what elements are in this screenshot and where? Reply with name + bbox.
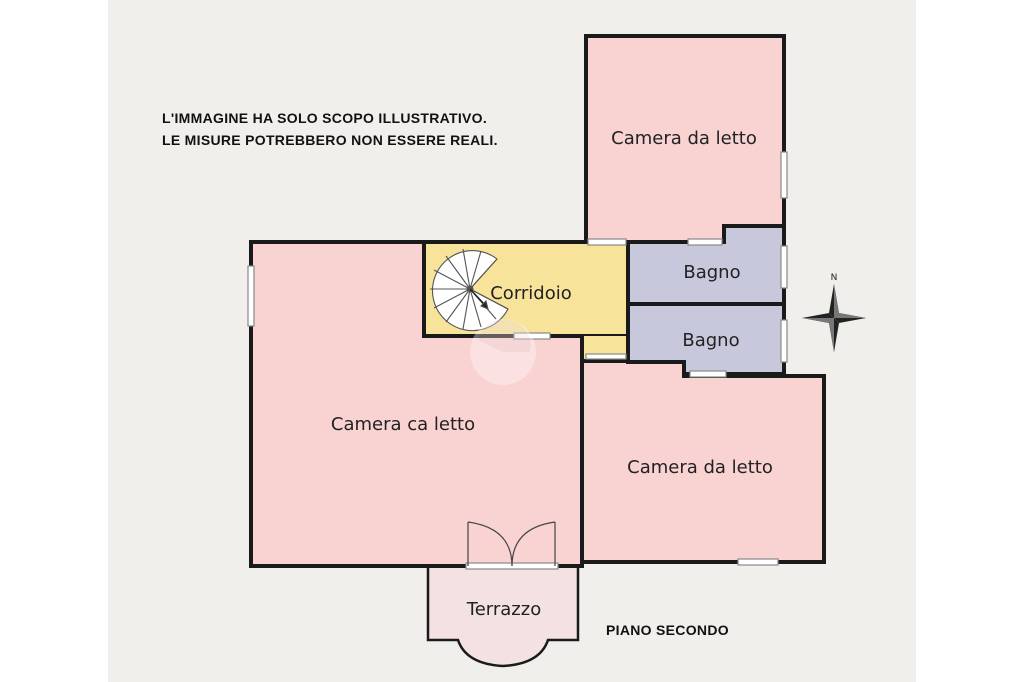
floor-label: PIANO SECONDO bbox=[606, 622, 729, 638]
compass-rose-icon: N bbox=[802, 273, 866, 352]
compass-north-label: N bbox=[831, 273, 838, 283]
terrace-door bbox=[467, 521, 556, 567]
watermark-logo bbox=[470, 319, 536, 385]
room-label-corridor: Corridoio bbox=[490, 283, 572, 304]
disclaimer-line-2: LE MISURE POTREBBERO NON ESSERE REALI. bbox=[162, 132, 498, 148]
room-label-bathroom-upper: Bagno bbox=[683, 262, 740, 283]
terrace-area bbox=[426, 564, 580, 668]
spiral-staircase bbox=[430, 248, 509, 332]
disclaimer-line-1: L'IMMAGINE HA SOLO SCOPO ILLUSTRATIVO. bbox=[162, 110, 488, 126]
room-label-terrace: Terrazzo bbox=[466, 599, 541, 620]
room-label-bedroom-top-right: Camera da letto bbox=[611, 128, 757, 149]
room-label-bedroom-lower-right: Camera da letto bbox=[627, 457, 773, 478]
room-label-bathroom-lower: Bagno bbox=[682, 330, 739, 351]
room-label-bedroom-large: Camera ca letto bbox=[331, 414, 475, 435]
